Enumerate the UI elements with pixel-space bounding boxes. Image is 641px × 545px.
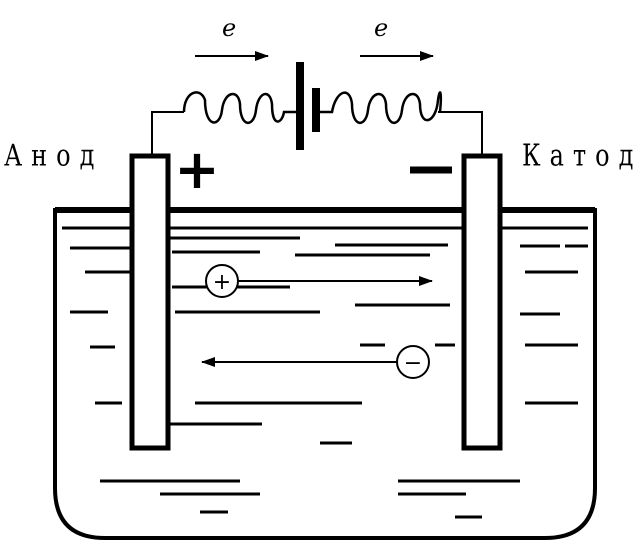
wire-left [151,111,184,156]
cathode-label: Катод [522,138,641,173]
electron-label-left: e [222,14,237,42]
anode-sign: + [174,138,219,201]
coil-right [320,91,443,124]
cation-sign: + [213,270,231,295]
anode-electrode [129,153,171,451]
cathode-electrode [461,153,503,451]
anion-sign: − [404,351,422,376]
electron-label-right: e [374,14,389,42]
vessel-outline [53,208,597,540]
coil-left [182,91,298,124]
anode-label: Анод [4,138,104,173]
wire-right [438,111,483,156]
